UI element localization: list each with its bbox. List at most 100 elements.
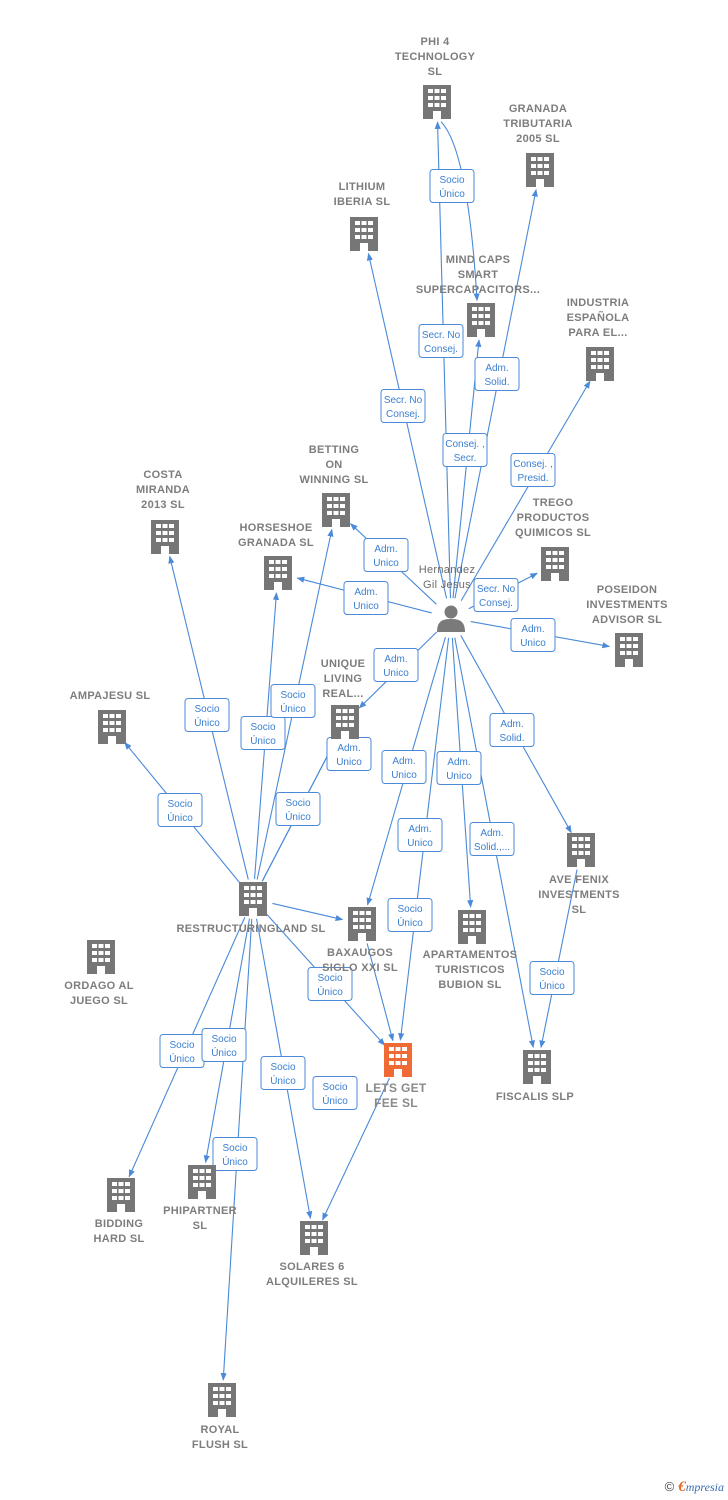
node-label-line: 2013 SL <box>141 499 185 511</box>
edge-label-text: Socio <box>194 704 219 715</box>
edge-label-text: Socio <box>322 1082 347 1093</box>
node-fiscalis[interactable]: FISCALIS SLP <box>496 1050 574 1103</box>
edge-label-box <box>343 581 389 615</box>
edge-labels-layer: Secr. NoConsej.SocioÚnicoAdm.Solid.Secr.… <box>157 169 575 1171</box>
brand-logo: ©€mpresia <box>665 1479 724 1496</box>
building-icon <box>239 882 267 916</box>
node-restructuring[interactable]: RESTRUCTURINGLAND SL <box>177 882 326 935</box>
node-label-line: IBERIA SL <box>334 196 391 208</box>
edge-label-box <box>510 618 556 652</box>
node-label-line: INVESTMENTS <box>538 889 620 901</box>
building-icon <box>541 547 569 581</box>
node-label-line: ROYAL <box>201 1424 240 1436</box>
node-label-line: LITHIUM <box>339 181 386 193</box>
node-unique[interactable]: UNIQUELIVINGREAL... <box>321 658 366 739</box>
node-label-line: TURISTICOS <box>435 964 505 976</box>
edge-label-text: Socio <box>317 973 342 984</box>
edge-label-text: Adm. <box>408 824 431 835</box>
edge-label-text: Único <box>285 810 311 823</box>
building-icon <box>526 153 554 187</box>
edge-label-text: Consej. <box>424 344 458 355</box>
node-label-line: RESTRUCTURINGLAND SL <box>177 923 326 935</box>
node-label-line: SL <box>193 1220 208 1232</box>
edge-label-text: Socio <box>169 1040 194 1051</box>
node-lithium[interactable]: LITHIUM IBERIA SL <box>334 181 391 251</box>
edge-label-box <box>157 793 203 827</box>
edge-label-box <box>436 751 482 785</box>
edge-label-box <box>380 389 426 423</box>
node-label-line: SL <box>572 904 587 916</box>
node-label-line: ON <box>325 459 342 471</box>
edge-label-person-to-avefenix: Adm.Solid. <box>489 713 535 747</box>
edge-label-person-to-betting: Adm. Unico <box>363 538 409 572</box>
edge-letsget-to-solares <box>322 1077 390 1221</box>
edge-label-text: Adm. <box>485 363 508 374</box>
edge-label-text: Socio <box>539 967 564 978</box>
edge-label-text: Adm. <box>374 544 397 555</box>
edge-label-text: Único <box>194 716 220 729</box>
edge-label-text: Único <box>280 702 306 715</box>
edge-label-text: Socio <box>270 1062 295 1073</box>
node-label-line: FLUSH SL <box>192 1439 248 1451</box>
node-label-line: FISCALIS SLP <box>496 1091 574 1103</box>
edge-label-person-to-granada: Adm.Solid. <box>474 357 520 391</box>
node-label-line: JUEGO SL <box>70 995 128 1007</box>
edge-label-box <box>529 961 575 995</box>
building-icon <box>350 217 378 251</box>
edge-label-box <box>184 698 230 732</box>
edge-label-box <box>260 1056 306 1090</box>
edge-label-box <box>307 967 353 1001</box>
node-label-line: BETTING <box>309 444 359 456</box>
building-icon <box>458 910 486 944</box>
node-label-line: PRODUCTOS <box>517 512 590 524</box>
edge-label-text: Unico <box>383 668 409 679</box>
node-label-line: TREGO <box>533 497 574 509</box>
node-royal[interactable]: ROYAL FLUSH SL <box>192 1383 248 1451</box>
edge-label-restructuring-to-unique: Adm.Unico <box>326 737 372 771</box>
node-ampajesu[interactable]: AMPAJESU SL <box>70 690 151 744</box>
edge-label-text: Unico <box>373 558 399 569</box>
node-label-line: 2005 SL <box>516 133 560 145</box>
edge-label-text: Socio <box>222 1143 247 1154</box>
brand-initial: € <box>678 1479 686 1495</box>
node-mindcaps[interactable]: MIND CAPSSMARTSUPERCAPACITORS... <box>416 254 540 337</box>
edge-label-box <box>473 578 519 612</box>
node-label-line: SIGLO XXI SL <box>322 962 398 974</box>
building-icon <box>423 85 451 119</box>
node-label-line: GRANADA <box>509 103 567 115</box>
edge-label-person-to-apartamentos: Adm.Unico <box>436 751 482 785</box>
node-label-line: Hernandez <box>419 564 476 576</box>
edge-label-person-to-letsget: Adm.Unico <box>397 818 443 852</box>
node-label-line: PARA EL... <box>568 327 627 339</box>
edge-label-box <box>442 433 488 467</box>
building-icon <box>467 303 495 337</box>
edge-label-person-to-unique: Adm.Unico <box>373 648 419 682</box>
node-label-line: MIRANDA <box>136 484 190 496</box>
